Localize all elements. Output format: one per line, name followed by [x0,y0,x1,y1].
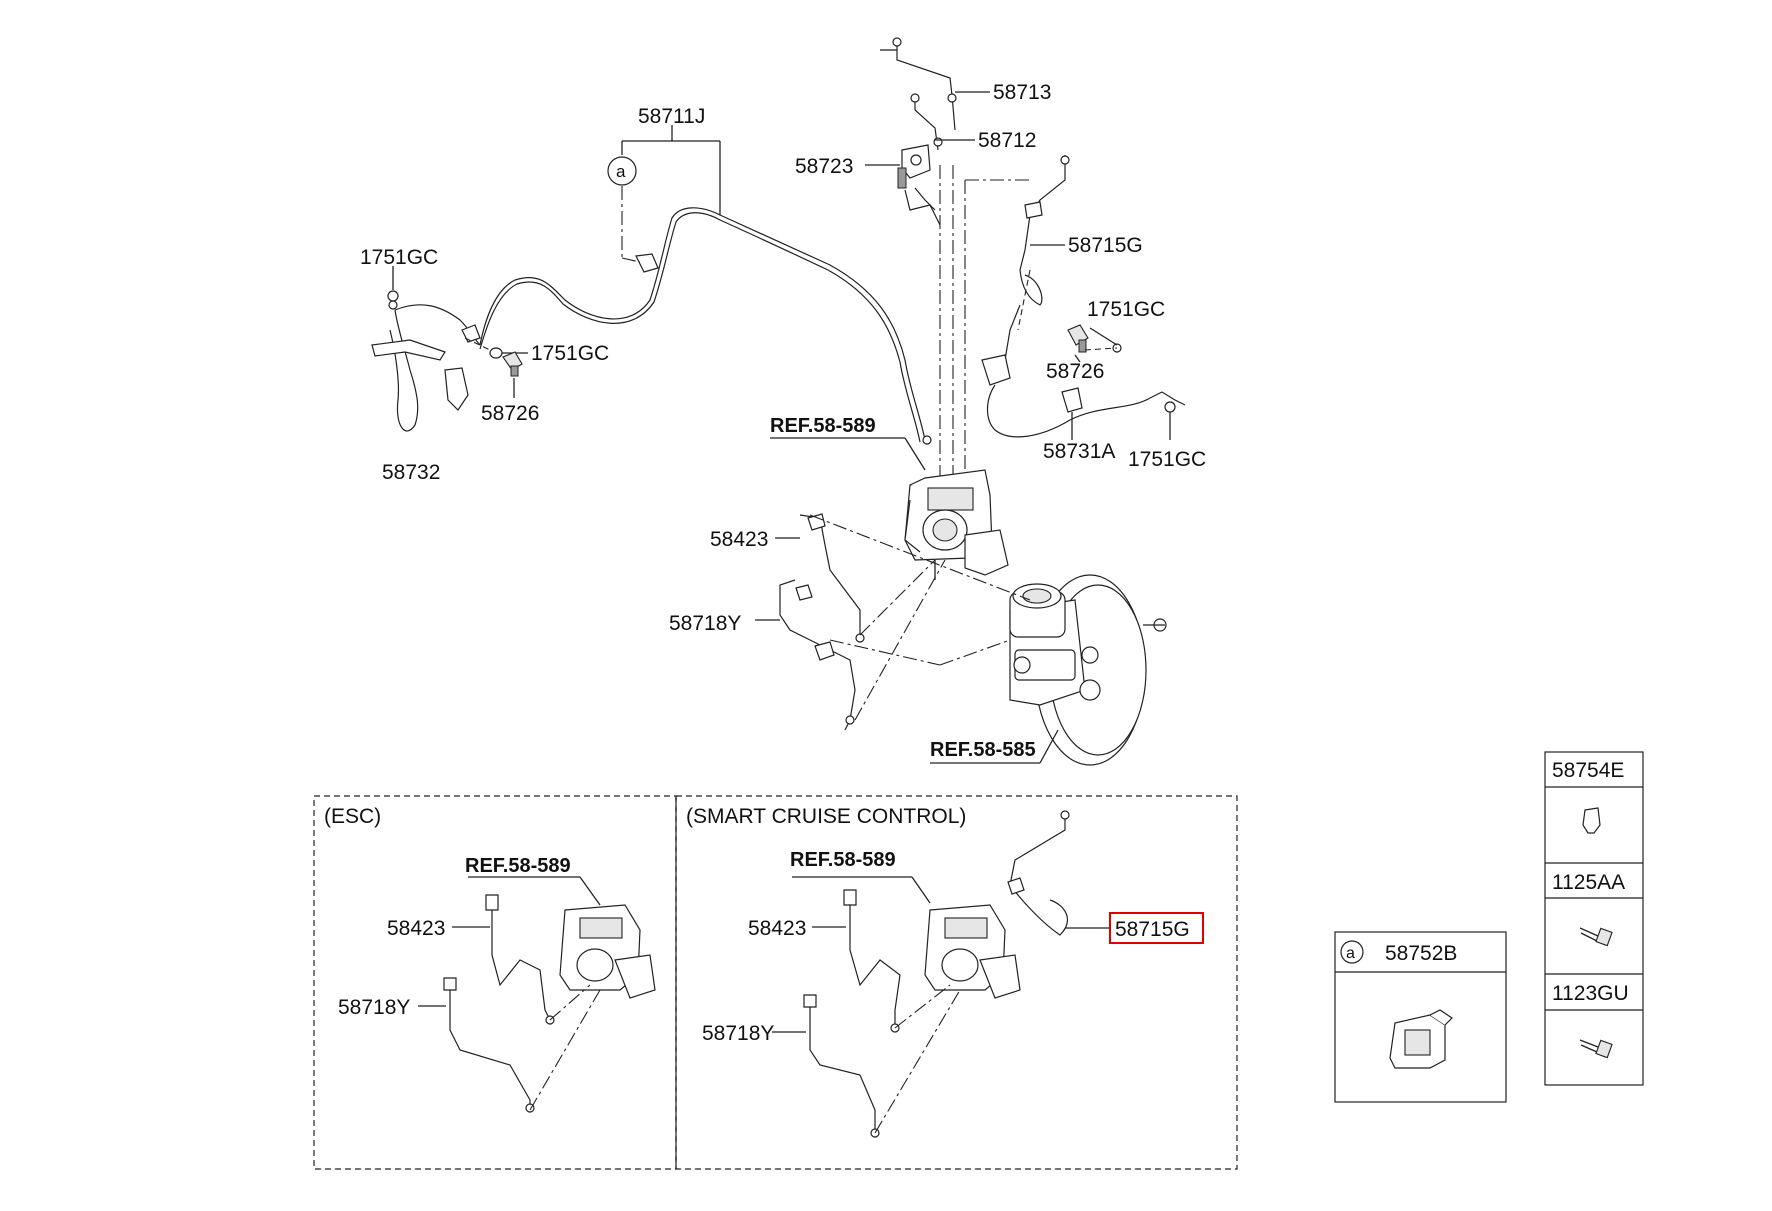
bolt-1123GU-icon [1579,1039,1613,1059]
esc-box-58718Y: 58718Y [338,996,410,1019]
left-fittings [387,266,528,398]
label-1751GC-left-mid: 1751GC [531,342,609,365]
label-58731A: 58731A [1043,440,1115,463]
left-brake-hose-assembly [371,300,481,432]
label-1751GC-right-top: 1751GC [1087,298,1165,321]
part-1125AA-label: 1125AA [1552,871,1625,894]
parts-column [1544,751,1644,1086]
label-58713: 58713 [993,81,1051,104]
part-1123GU-label: 1123GU [1552,982,1629,1005]
esc-box-title: (ESC) [324,805,381,828]
hecu-module-main [904,469,1009,580]
bolt-1125AA-icon [1579,927,1613,947]
scc-box-58715G: 58715G [1115,918,1190,941]
highlight-58715G [1109,912,1204,944]
scc-box-ref: REF.58-589 [790,849,896,871]
main-leader-lines [755,49,1171,764]
right-pipes [965,155,1186,438]
label-58423-main: 58423 [710,528,768,551]
label-58726-left: 58726 [481,402,539,425]
brake-booster-assembly [1009,574,1167,766]
label-58715G-main: 58715G [1068,234,1143,257]
esc-box-58423: 58423 [387,917,445,940]
label-ref-58-589-main: REF.58-589 [770,415,876,437]
scc-box-58423: 58423 [748,917,806,940]
label-circle-a: a [616,162,626,181]
brake-pipe-58711J [479,207,932,445]
label-58732: 58732 [382,461,440,484]
scc-box-58718Y: 58718Y [702,1022,774,1045]
label-1751GC-left-top: 1751GC [360,246,438,269]
scc-box [675,795,1238,1170]
scc-box-title: (SMART CRUISE CONTROL) [686,805,966,828]
callout-58711J-bracket [621,125,721,263]
labels: 58711J 58713 58712 58723 58715G 1751GC 1… [324,81,1629,1045]
label-1751GC-right-bot: 1751GC [1128,448,1206,471]
label-58711J: 58711J [638,105,705,128]
label-ref-58-585: REF.58-585 [930,739,1036,761]
label-58712: 58712 [978,129,1036,152]
part-58754E-label: 58754E [1552,759,1624,782]
clip-58754E-icon [1582,807,1601,834]
top-pipes [892,37,966,490]
callout-circle-a [607,156,637,186]
esc-box-ref: REF.58-589 [465,855,571,877]
part-a-box [1334,931,1507,1103]
label-58723: 58723 [795,155,853,178]
main-brake-lines-58423-58718Y [779,513,1031,731]
label-58718Y-main: 58718Y [669,612,741,635]
esc-box [313,795,677,1170]
label-58726-right: 58726 [1046,360,1104,383]
part-a-circle-label: a [1346,945,1355,962]
part-58752B-label: 58752B [1385,942,1457,965]
